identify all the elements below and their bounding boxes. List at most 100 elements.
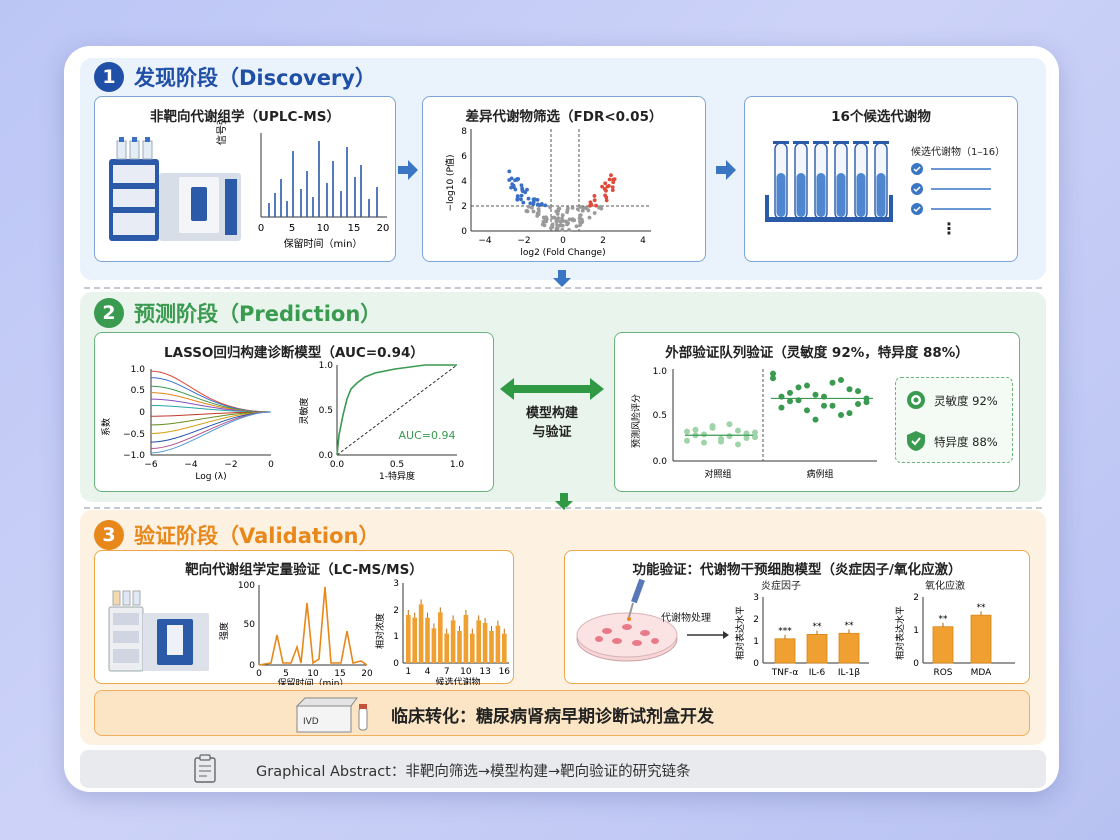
- control-point: [743, 435, 750, 441]
- risk-ytick: 1.0: [653, 367, 668, 377]
- control-point: [709, 423, 716, 430]
- validation-stage: 3 验证阶段（Validation） 靶向代谢组学定量验证（LC-MS/MS） …: [80, 510, 1046, 745]
- chromatogram-peaks: [268, 141, 378, 217]
- check-icon: [911, 163, 923, 175]
- footer-bar: Graphical Abstract：非靶向筛选→模型构建→靶向验证的研究链条: [80, 750, 1046, 788]
- discovery-stage: 1 发现阶段（Discovery） 非靶向代谢组学（UPLC-MS） 信号强度: [80, 58, 1046, 280]
- lasso-path: [150, 411, 272, 454]
- sensitivity-label: 灵敏度 92%: [934, 394, 998, 408]
- control-point: [726, 421, 733, 428]
- significance-label: **: [813, 622, 823, 632]
- bar: [470, 633, 475, 663]
- volcano-point: [577, 216, 582, 220]
- bar: [970, 614, 992, 664]
- conc-xtick: 13: [479, 667, 490, 677]
- conc-xlabel: 候选代谢物: [435, 676, 480, 685]
- check-icon: [911, 203, 923, 215]
- lasso-ytick: −1.0: [123, 451, 145, 461]
- targeted-metabolomics-box: 靶向代谢组学定量验证（LC-MS/MS） 强度 100 50 0 0 5 10 …: [94, 550, 514, 685]
- ivd-label: IVD: [303, 717, 319, 727]
- case-point: [846, 386, 853, 393]
- lasso-path: [150, 411, 272, 443]
- group-label-case: 病例组: [806, 468, 833, 480]
- volcano-point: [599, 206, 604, 211]
- shield-check-icon: [907, 431, 925, 451]
- bar: [806, 634, 828, 664]
- roc-ytick: 1.0: [319, 361, 334, 371]
- conc-xtick: 10: [460, 667, 472, 677]
- clipboard-icon: [194, 754, 216, 783]
- volcano-point: [530, 205, 534, 210]
- untargeted-metabolomics-box: 非靶向代谢组学（UPLC-MS） 信号强度: [94, 96, 396, 262]
- group-label-control: 对照组: [704, 468, 731, 480]
- control-point: [701, 439, 707, 446]
- case-point: [863, 399, 870, 406]
- control-point: [701, 431, 707, 438]
- model-build-label: 模型构建 与验证: [500, 404, 604, 442]
- roc-ytick: 0.0: [319, 451, 334, 461]
- ox-ylabel: 相对表达水平: [895, 606, 906, 660]
- volcano-ytick: 8: [461, 127, 467, 137]
- targeted-charts: 强度 100 50 0 0 5 10 15 20 保留时间（min）: [108, 581, 373, 685]
- model-build-line2: 与验证: [532, 425, 572, 440]
- volcano-point: [519, 193, 524, 198]
- risk-score-points: [684, 370, 873, 448]
- volcano-point: [536, 207, 541, 211]
- volcano-point: [571, 218, 576, 223]
- bar: [482, 623, 488, 663]
- volcano-plot: −log10 (P值) 0 2 4 6 8 −4 −2 0 2 4 log2 (…: [444, 127, 651, 258]
- pipette-icon: [627, 578, 645, 621]
- volcano-point: [536, 202, 540, 207]
- chrom-xtick: 10: [317, 223, 330, 234]
- bidirectional-arrow-icon: [500, 378, 604, 400]
- arrow-down-icon: [553, 270, 571, 287]
- lasso-ytick: 1.0: [131, 365, 146, 375]
- clinical-translation-banner: IVD 临床转化：糖尿病肾病早期诊断试剂盒开发: [94, 690, 1030, 736]
- case-point: [804, 382, 810, 389]
- lasso-path: [150, 411, 272, 434]
- conc-ylabel: 相对浓度: [374, 613, 386, 649]
- check-icon: [911, 183, 923, 195]
- case-point: [855, 400, 861, 407]
- targeted-xtick: 5: [283, 669, 289, 679]
- test-tube-rack-icon: [765, 141, 893, 222]
- targeted-xtick: 15: [334, 669, 345, 679]
- differential-screening-box: 差异代谢物筛选（FDR<0.05） −log10 (P值) 0 2 4 6 8 …: [422, 96, 706, 262]
- case-point: [795, 384, 802, 391]
- bar-category-label: IL-6: [809, 668, 826, 678]
- volcano-point: [519, 183, 524, 188]
- case-point: [838, 412, 844, 418]
- significance-label: **: [845, 621, 855, 631]
- control-point: [692, 426, 699, 433]
- case-point: [787, 389, 793, 396]
- lasso-xtick: 0: [268, 460, 274, 470]
- conc-ytick: 1: [393, 632, 399, 642]
- volcano-point: [560, 213, 565, 218]
- targeted-xtick: 0: [256, 669, 262, 679]
- volcano-point: [519, 197, 523, 202]
- bar: [495, 625, 501, 663]
- stage3-title: 验证阶段（Validation）: [134, 524, 380, 548]
- risk-ylabel: 预测风险评分: [630, 394, 642, 448]
- targeted-ytick: 100: [238, 581, 255, 591]
- inflam-ytick: 0: [753, 659, 759, 669]
- lasso-xtick: −2: [224, 460, 237, 470]
- lasso-ytick: 0: [139, 408, 145, 418]
- volcano-xtick: −4: [478, 236, 492, 246]
- volcano-point: [603, 181, 608, 186]
- lasso-coefficient-paths: [150, 370, 272, 454]
- volcano-point: [554, 220, 559, 224]
- control-point: [718, 438, 724, 445]
- volcano-point: [542, 223, 547, 228]
- volcano-xtick: −2: [517, 236, 530, 246]
- risk-ytick: 0.5: [653, 411, 667, 421]
- case-point: [812, 391, 819, 398]
- more-indicator: ⋮: [941, 219, 957, 238]
- case-point: [778, 404, 785, 411]
- volcano-point: [580, 219, 585, 224]
- risk-score-dotplot: 预测风险评分 1.0 0.5 0.0 对照组 病例组: [630, 367, 877, 480]
- chrom-ylabel: 信号强度: [215, 121, 228, 145]
- volcano-point: [559, 223, 564, 228]
- ox-ytick: 1: [913, 626, 919, 636]
